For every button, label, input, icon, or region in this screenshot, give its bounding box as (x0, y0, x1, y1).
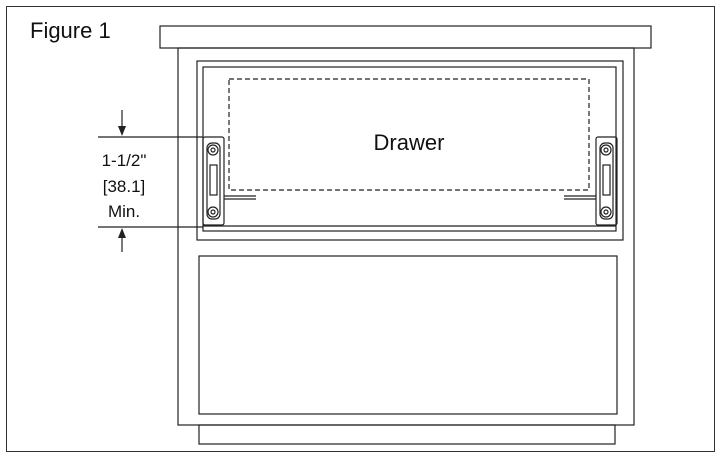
drawer-opening-outer (196, 60, 624, 241)
drawer-label: Drawer (374, 130, 445, 155)
right-slide (564, 136, 618, 226)
dimension-note: Min. (108, 202, 140, 221)
figure-frame (6, 6, 715, 452)
lower-door-panel (198, 255, 618, 415)
cabinet-body (177, 47, 635, 426)
drawer-box-dashed (228, 78, 590, 191)
dimension-arrow-bottom (118, 228, 126, 252)
cabinet-base (198, 424, 616, 445)
left-slide (202, 136, 256, 226)
figure-title: Figure 1 (30, 18, 111, 43)
dimension-metric: [38.1] (103, 177, 146, 196)
dimension-arrow-top (118, 110, 126, 136)
dimension-imperial: 1-1/2" (102, 151, 147, 170)
countertop (159, 25, 652, 49)
